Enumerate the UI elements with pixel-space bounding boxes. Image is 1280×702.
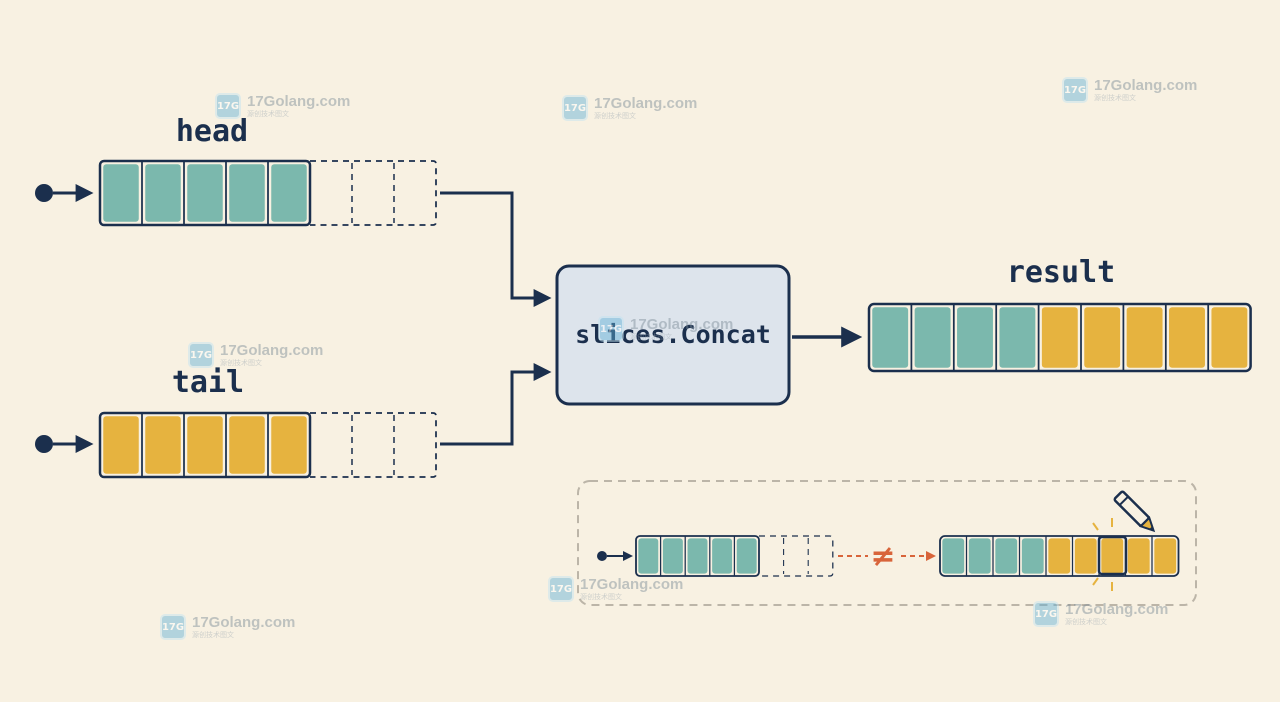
slice-cell bbox=[914, 307, 951, 368]
inset-source-slice bbox=[635, 535, 834, 577]
tail-to-concat-arrow bbox=[440, 363, 552, 446]
slice-cell bbox=[638, 538, 659, 574]
watermark-subtext: 源创技术图文 bbox=[192, 632, 234, 639]
slice-cell bbox=[1074, 538, 1097, 574]
slice-cell bbox=[271, 164, 307, 222]
head-slice bbox=[98, 159, 437, 227]
slice-cell bbox=[872, 307, 909, 368]
slice-cell bbox=[662, 538, 683, 574]
slice-cell bbox=[229, 164, 265, 222]
slice-cell bbox=[1126, 307, 1163, 368]
modified-cell-highlight bbox=[1089, 518, 1128, 591]
watermark-logo-icon: 17G bbox=[215, 93, 241, 119]
watermark-subtext: 源创技术图文 bbox=[630, 334, 672, 341]
head-label: head bbox=[176, 114, 248, 149]
concat-function-label: slices.Concat bbox=[575, 320, 771, 349]
slice-cell bbox=[1021, 538, 1044, 574]
slice-cell bbox=[1048, 538, 1071, 574]
slice-cell bbox=[1169, 307, 1205, 368]
slice-cell bbox=[736, 538, 757, 574]
pencil-icon bbox=[1113, 490, 1156, 533]
slice-cell bbox=[687, 538, 708, 574]
watermark-text: 17Golang.com bbox=[1065, 601, 1169, 618]
slice-capacity-outline bbox=[310, 160, 437, 226]
watermark-text: 17Golang.com bbox=[192, 614, 296, 631]
slice-cell bbox=[229, 416, 265, 474]
tail-label: tail bbox=[172, 365, 244, 400]
result-label: result bbox=[1007, 255, 1115, 290]
watermark-logo-icon: 17G bbox=[548, 576, 574, 602]
slice-cell bbox=[1127, 538, 1150, 574]
slice-cell bbox=[968, 538, 991, 574]
watermark-text: 17Golang.com bbox=[247, 93, 351, 110]
slice-cell bbox=[1101, 538, 1124, 574]
watermark-logo-icon: 17G bbox=[160, 614, 186, 640]
slice-cell bbox=[187, 416, 223, 474]
slice-cell bbox=[942, 538, 965, 574]
watermark-text: 17Golang.com bbox=[1094, 77, 1198, 94]
slice-cell bbox=[271, 416, 307, 474]
watermark-logo-icon: 17G bbox=[562, 95, 588, 121]
watermark-text: 17Golang.com bbox=[594, 95, 698, 112]
watermark-logo-icon: 17G bbox=[188, 342, 214, 368]
tail-slice bbox=[98, 411, 437, 479]
slice-cell bbox=[145, 416, 181, 474]
not-equal-symbol: ≠ bbox=[870, 539, 895, 574]
slice-cell bbox=[103, 416, 139, 474]
slice-cell bbox=[957, 307, 993, 368]
result-slice bbox=[867, 302, 1252, 373]
slice-capacity-outline bbox=[310, 412, 437, 478]
head-to-concat-arrow bbox=[440, 191, 552, 307]
tail-pointer-icon bbox=[35, 435, 94, 453]
slice-cell bbox=[712, 538, 733, 574]
slice-cell bbox=[187, 164, 223, 222]
head-pointer-icon bbox=[35, 184, 94, 202]
watermark-subtext: 源创技术图文 bbox=[594, 113, 636, 120]
watermark-subtext: 源创技术图文 bbox=[1094, 95, 1136, 102]
watermark-logo-icon: 17G bbox=[598, 316, 624, 342]
slice-cell bbox=[1211, 307, 1248, 368]
slice-cell bbox=[1154, 538, 1177, 574]
slice-cell bbox=[103, 164, 139, 222]
inset-result-slice bbox=[939, 535, 1180, 577]
concat-function-box bbox=[555, 264, 791, 406]
slice-cell bbox=[999, 307, 1036, 368]
watermark-text: 17Golang.com bbox=[630, 316, 734, 333]
watermark-text: 17Golang.com bbox=[580, 576, 684, 593]
slice-cell bbox=[995, 538, 1018, 574]
slice-cell bbox=[1084, 307, 1121, 368]
watermark-logo-icon: 17G bbox=[1033, 601, 1059, 627]
slice-capacity-outline bbox=[759, 535, 834, 577]
watermark-logo-icon: 17G bbox=[1062, 77, 1088, 103]
watermark-subtext: 源创技术图文 bbox=[220, 360, 262, 367]
slice-cell bbox=[145, 164, 181, 222]
watermark-subtext: 源创技术图文 bbox=[1065, 619, 1107, 626]
slice-cell bbox=[1041, 307, 1078, 368]
inset-pointer-icon bbox=[597, 551, 633, 561]
not-equal-bg bbox=[868, 542, 898, 568]
watermark-subtext: 源创技术图文 bbox=[247, 111, 289, 118]
watermark-subtext: 源创技术图文 bbox=[580, 594, 622, 601]
inset-frame bbox=[577, 480, 1197, 606]
watermark-text: 17Golang.com bbox=[220, 342, 324, 359]
